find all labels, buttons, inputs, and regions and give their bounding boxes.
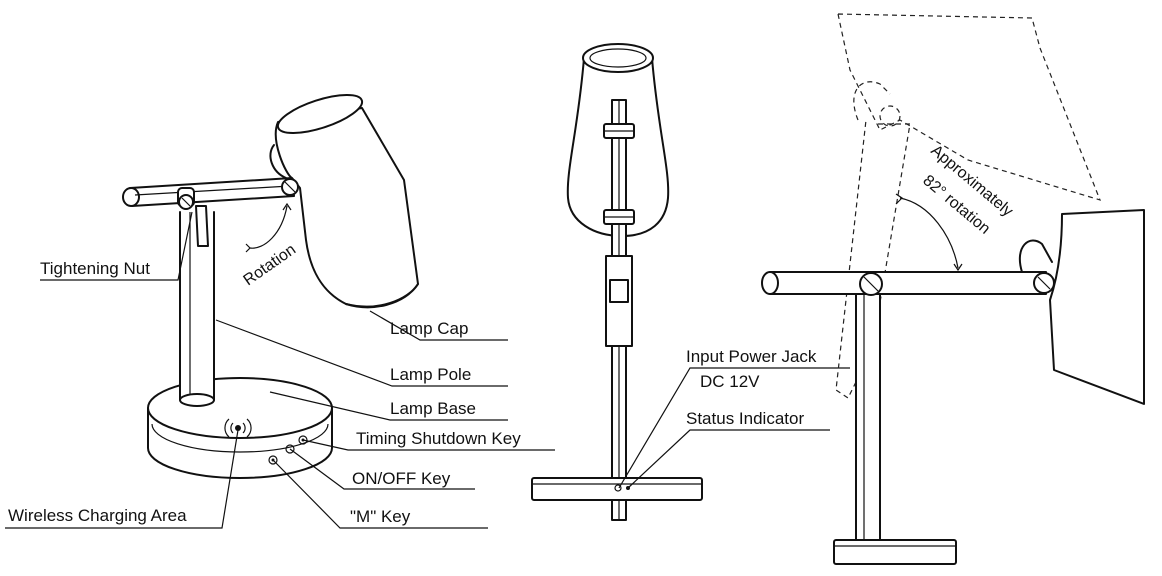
side-arm-drawing	[761, 239, 1055, 296]
side-pole-drawing	[855, 285, 881, 541]
label-lamp-cap: Lamp Cap	[390, 319, 468, 338]
front-pole-drawing	[603, 99, 635, 521]
label-lamp-pole: Lamp Pole	[390, 365, 471, 384]
leader-lines-front	[618, 367, 850, 489]
label-input-power-jack: Input Power Jack	[686, 347, 817, 366]
front-base-drawing	[531, 477, 703, 501]
lamp-front-view: Input Power Jack DC 12V Status Indicator	[531, 43, 850, 521]
wireless-charging-icon	[224, 418, 252, 438]
label-tightening-nut: Tightening Nut	[40, 259, 150, 278]
label-dc-12v: DC 12V	[700, 372, 760, 391]
label-on-off-key: ON/OFF Key	[352, 469, 451, 488]
leader-lines-left	[5, 211, 555, 529]
lamp-3quarter-view: Tightening Nut Rotation Lamp Cap Lamp Po…	[5, 93, 555, 529]
lamp-side-view: Approximately 82° rotation	[761, 13, 1145, 565]
label-m-key: "M" Key	[350, 507, 411, 526]
lamp-cap-drawing	[269, 93, 419, 309]
lamp-arm-drawing	[122, 177, 295, 247]
lamp-pole-drawing	[179, 211, 215, 407]
rotation-angle-arc	[895, 193, 963, 272]
label-status-indicator: Status Indicator	[686, 409, 804, 428]
label-timing-shutdown-key: Timing Shutdown Key	[356, 429, 521, 448]
rotation-arrow	[245, 202, 292, 253]
label-lamp-base: Lamp Base	[390, 399, 476, 418]
label-wireless-charging-area: Wireless Charging Area	[8, 506, 187, 525]
side-lamp-cap-drawing	[1049, 209, 1145, 405]
side-base-drawing	[833, 539, 957, 565]
